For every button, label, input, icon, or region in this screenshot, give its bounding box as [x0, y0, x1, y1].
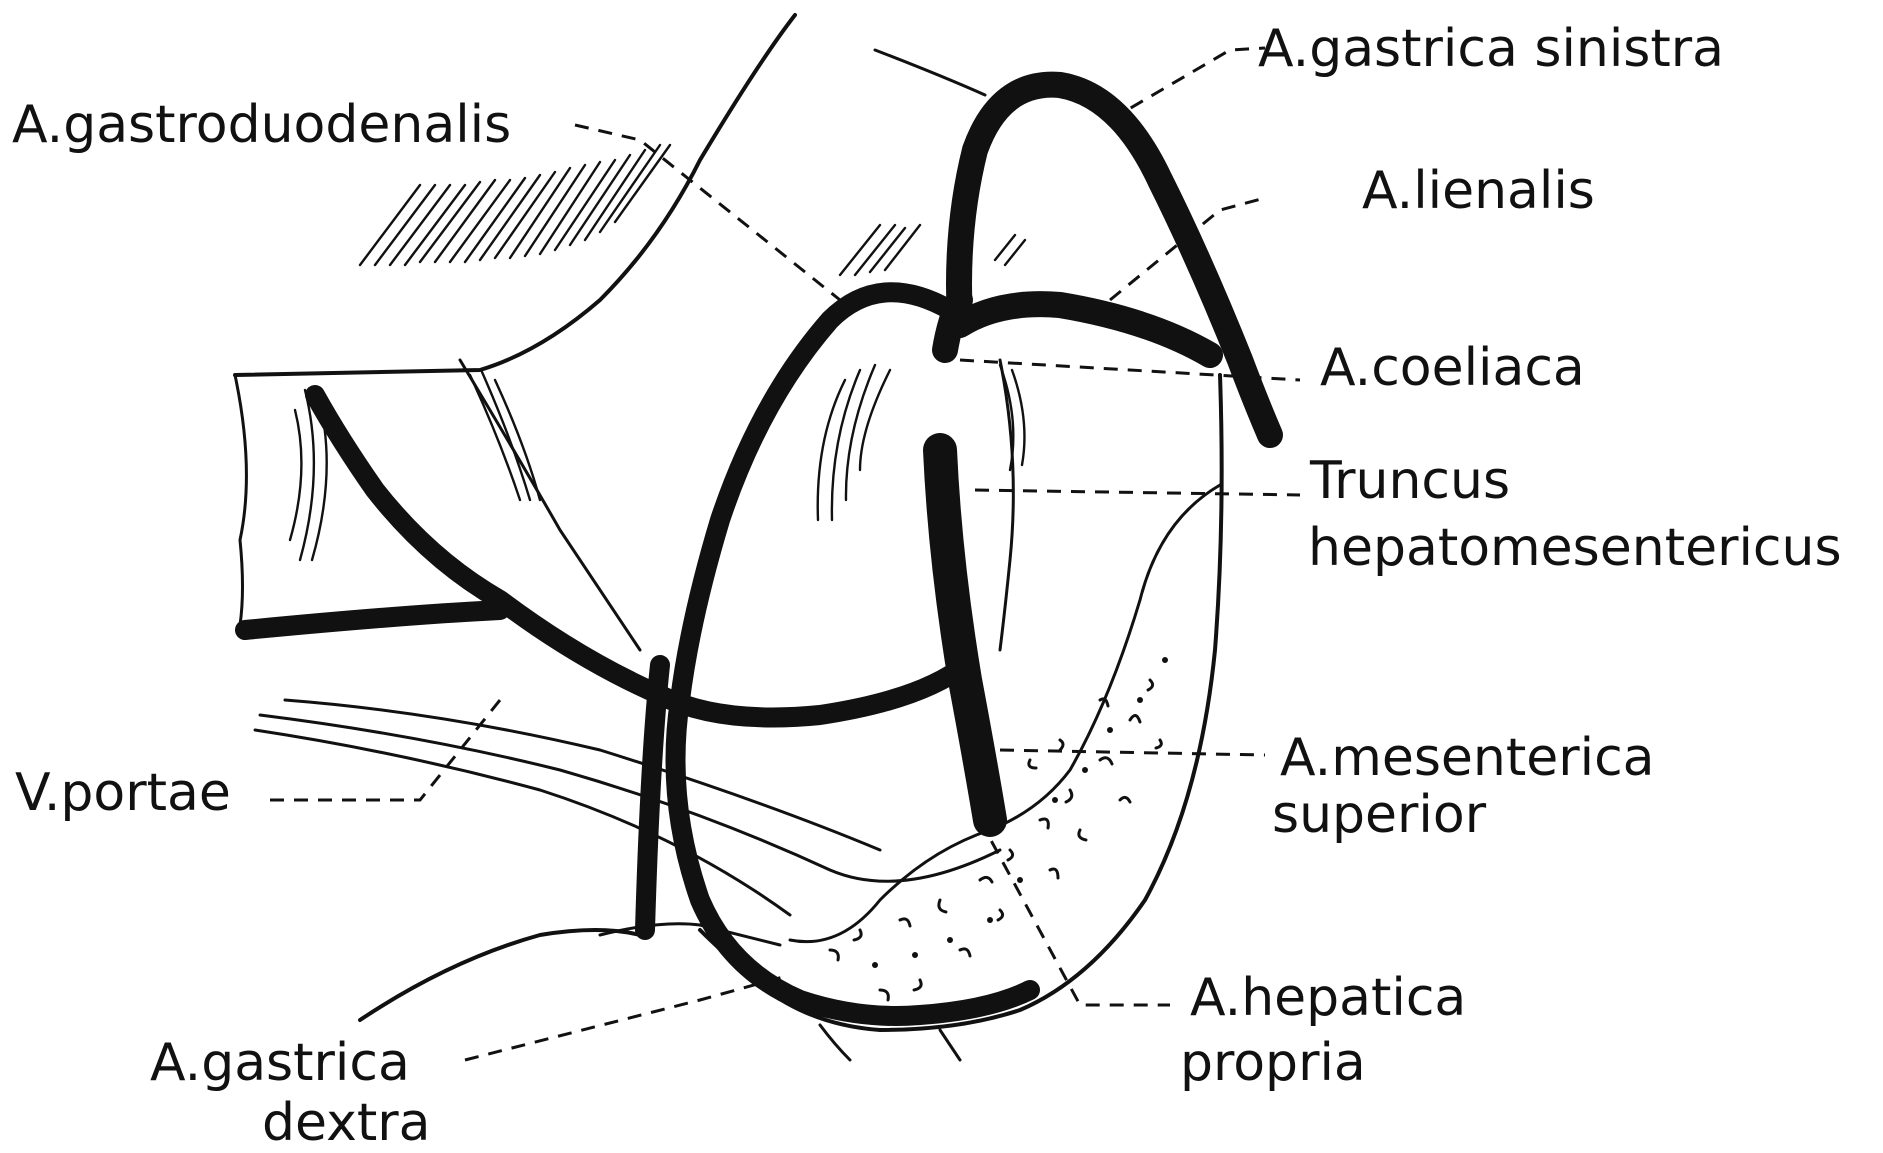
label-a-gastroduodenalis: A.gastroduodenalis — [12, 95, 511, 155]
label-a-mesenterica-line1: A.mesenterica — [1280, 728, 1655, 788]
a-hepatica-communis-vessel — [680, 292, 950, 700]
hatching — [290, 145, 1025, 560]
a-hepatica-left-branch-vessel — [245, 610, 500, 630]
leader-gastrica-sinistra — [1110, 48, 1265, 120]
label-a-gastrica-dextra-line2: dextra — [262, 1093, 431, 1153]
labels: A.gastrica sinistra A.gastroduodenalis A… — [12, 19, 1842, 1153]
a-lienalis-vessel — [960, 304, 1210, 355]
label-truncus-line2: hepatomesentericus — [1308, 518, 1842, 578]
label-a-hepatica-line2: propria — [1180, 1033, 1366, 1093]
leader-truncus — [975, 490, 1300, 495]
label-a-mesenterica-line2: superior — [1272, 785, 1487, 845]
a-hepatica-branch-vessel — [315, 395, 965, 718]
label-a-coeliaca: A.coeliaca — [1320, 338, 1585, 398]
label-a-gastrica-sinistra: A.gastrica sinistra — [1258, 19, 1724, 79]
label-truncus-line1: Truncus — [1309, 451, 1510, 511]
truncus-hepatomesentericus-vessel — [940, 450, 990, 820]
label-a-lienalis: A.lienalis — [1362, 161, 1595, 221]
organ-outlines — [235, 15, 1222, 1060]
label-a-hepatica-line1: A.hepatica — [1190, 968, 1466, 1028]
label-a-gastrica-dextra-line1: A.gastrica — [150, 1033, 410, 1093]
vessels — [245, 85, 1270, 1016]
label-v-portae: V.portae — [15, 763, 231, 823]
leader-gastrica-dextra — [465, 975, 790, 1060]
leader-mesenterica — [1000, 750, 1265, 755]
